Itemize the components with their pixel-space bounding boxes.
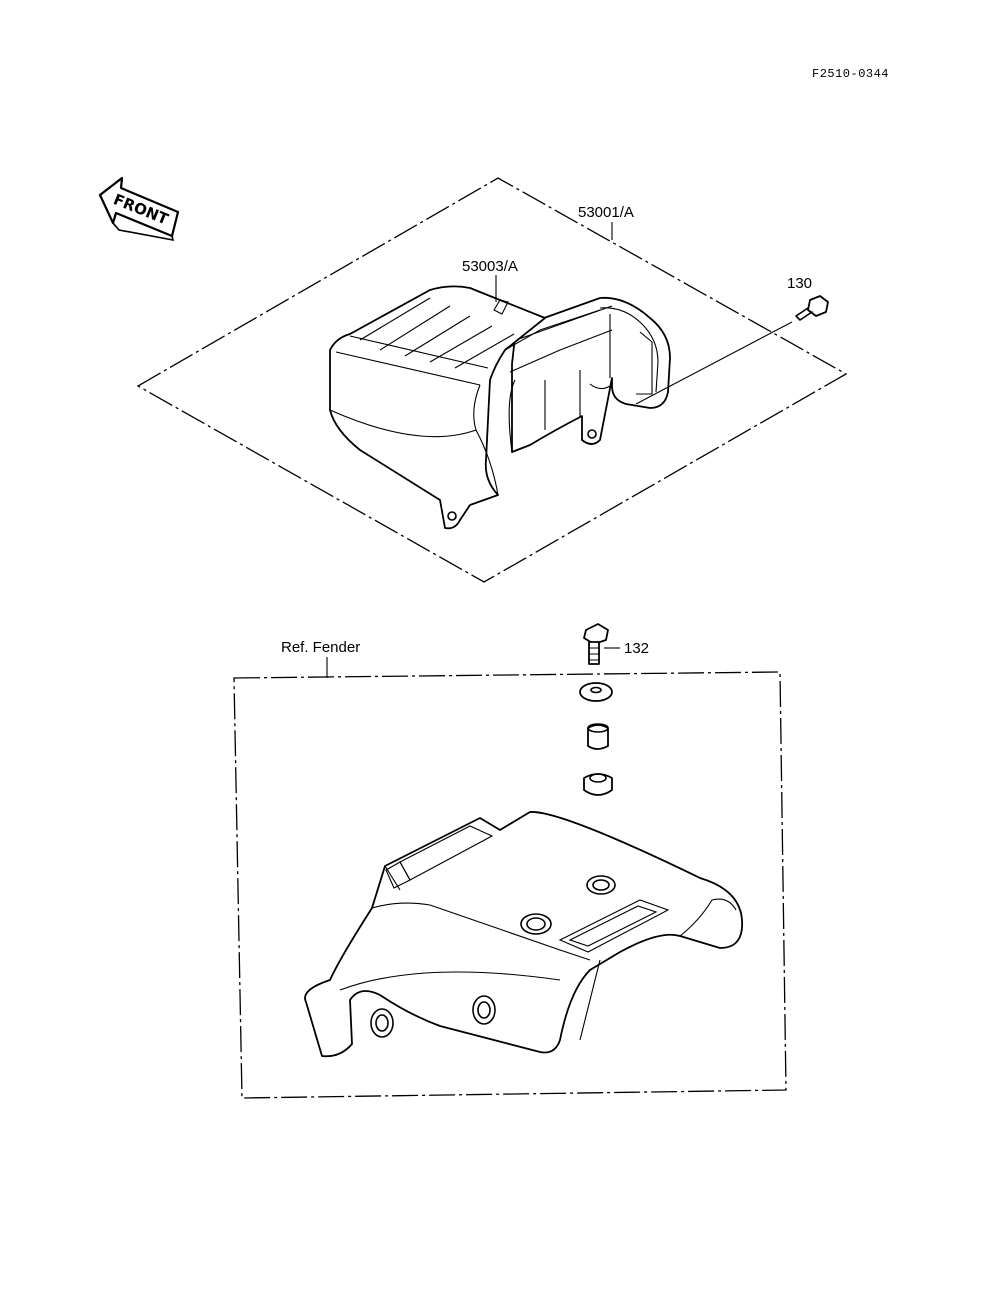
grommet-icon [583,773,613,796]
front-arrow-icon: FRONT [98,176,180,242]
label-53003: 53003/A [462,258,518,275]
label-130: 130 [787,275,813,292]
label-53001: 53001/A [578,204,634,221]
bolt-130-icon [795,295,829,321]
label-132: 132 [624,640,650,657]
leader-130 [635,321,793,405]
bolt-132-icon [583,623,609,665]
washer-icon [579,682,613,702]
collar-icon [587,723,609,750]
seat-illustration [329,285,671,530]
assembly-boundary [136,177,848,583]
figure-code: F2510-0344 [812,67,890,81]
label-ref-fender: Ref. Fender [281,639,361,656]
fender-illustration [304,811,743,1058]
fender-ref-boundary [233,671,787,1099]
